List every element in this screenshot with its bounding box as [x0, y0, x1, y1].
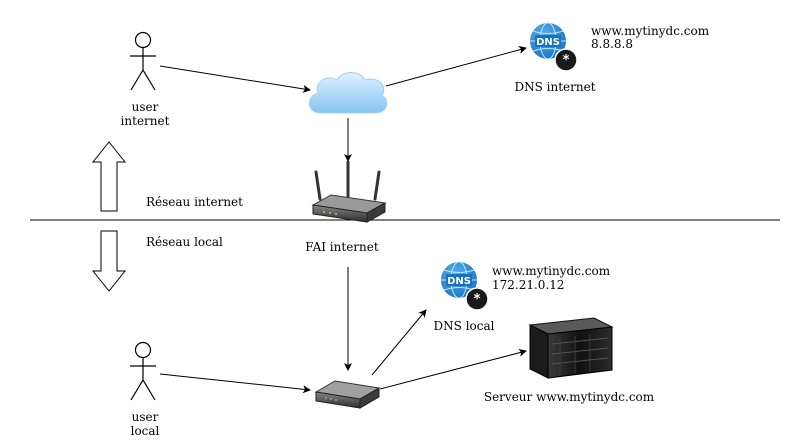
user-internet-label-line1: user [131, 100, 159, 114]
dns-internet-host-label: www.mytinydc.com [591, 24, 710, 38]
server-label: Serveur www.mytinydc.com [483, 390, 655, 404]
server-rack-icon [528, 317, 614, 379]
reseau-internet-label: Réseau internet [146, 195, 243, 209]
wifi-router-icon [311, 160, 387, 223]
up-arrow-icon [91, 141, 127, 212]
dns-local-host-label: www.mytinydc.com [492, 264, 611, 278]
user-local-figure [130, 341, 156, 401]
user-internet-label-line2: internet [120, 114, 170, 128]
arrow-user-to-cloud [159, 65, 311, 93]
dns-globe-icon: DNS * [441, 261, 489, 311]
reseau-local-label: Réseau local [146, 235, 223, 249]
dns-internet-label: DNS internet [514, 80, 596, 94]
dns-badge-text: DNS [536, 37, 560, 48]
down-arrow-icon [91, 230, 127, 292]
network-router-icon [314, 380, 381, 409]
asterisk-badge-icon: * [474, 292, 481, 307]
dns-local-label: DNS local [433, 319, 495, 333]
dns-internet-ip-label: 8.8.8.8 [591, 37, 633, 51]
arrow-cloud-to-dns [385, 45, 527, 87]
arrow-switch-to-dns-local [371, 309, 427, 376]
user-local-label-line2: local [130, 424, 160, 438]
user-local-label-line1: user [131, 410, 159, 424]
fai-internet-label: FAI internet [305, 240, 379, 254]
dns-globe-icon: DNS * [530, 22, 578, 72]
dns-local-ip-label: 172.21.0.12 [492, 278, 565, 292]
user-internet-figure [130, 31, 156, 91]
dns-badge-text: DNS [447, 276, 471, 287]
arrow-user-local-to-switch [159, 373, 311, 394]
cloud-icon [308, 72, 388, 114]
arrow-switch-to-server [379, 348, 527, 390]
asterisk-badge-icon: * [563, 53, 570, 68]
